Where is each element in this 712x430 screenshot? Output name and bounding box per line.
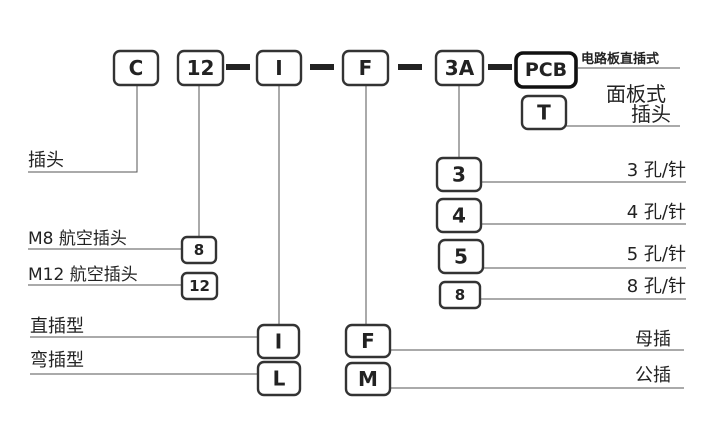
label-panel: 面板式 bbox=[606, 82, 666, 106]
connector-lines bbox=[28, 67, 686, 389]
code-m8: 8 bbox=[194, 241, 204, 259]
code-box-m12: 12 bbox=[180, 271, 219, 301]
code-box-pin3: 3 bbox=[435, 156, 483, 193]
code-m12: 12 bbox=[189, 277, 210, 295]
label-pin3: 3 孔/针 bbox=[627, 160, 686, 181]
separator-dashes bbox=[226, 64, 512, 70]
code-box-f-option: F bbox=[344, 323, 392, 359]
label-male: 公插 bbox=[635, 365, 671, 386]
code-box-3a: 3A bbox=[434, 49, 485, 87]
label-pin5: 5 孔/针 bbox=[627, 244, 686, 265]
code-i: I bbox=[275, 56, 282, 80]
code-pin3: 3 bbox=[452, 163, 466, 187]
code-box-12: 12 bbox=[176, 49, 225, 87]
dash-1 bbox=[226, 64, 250, 70]
code-l-option: L bbox=[273, 367, 286, 391]
code-box-f: F bbox=[341, 49, 390, 87]
code-f: F bbox=[359, 56, 373, 80]
code-box-i: I bbox=[255, 49, 303, 87]
label-m8: M8 航空插头 bbox=[28, 229, 127, 249]
label-panel-plug: 插头 bbox=[631, 102, 671, 126]
code-t: T bbox=[537, 101, 551, 125]
code-box-c: C bbox=[112, 49, 160, 87]
code-f-option: F bbox=[361, 329, 375, 353]
code-box-i-option: I bbox=[256, 323, 301, 360]
code-pcb: PCB bbox=[525, 59, 567, 81]
code-box-pin5: 5 bbox=[437, 238, 485, 275]
code-12: 12 bbox=[187, 56, 215, 80]
code-box-l-option: L bbox=[256, 360, 302, 397]
dash-4 bbox=[488, 64, 512, 70]
label-bent: 弯插型 bbox=[30, 350, 84, 371]
code-i-option: I bbox=[275, 330, 282, 354]
label-pin8: 8 孔/针 bbox=[627, 276, 686, 297]
label-female: 母插 bbox=[635, 329, 671, 350]
code-pin8: 8 bbox=[455, 286, 465, 304]
label-pcb: 电路板直插式 bbox=[581, 51, 659, 67]
code-3a: 3A bbox=[445, 56, 475, 80]
dash-2 bbox=[310, 64, 334, 70]
code-box-pin8: 8 bbox=[438, 280, 482, 310]
line-c bbox=[28, 86, 138, 173]
code-m-option: M bbox=[358, 367, 378, 391]
label-pin4: 4 孔/针 bbox=[627, 202, 686, 223]
dash-3 bbox=[398, 64, 422, 70]
code-box-m8: 8 bbox=[180, 235, 218, 265]
code-box-pcb: PCB bbox=[514, 51, 578, 89]
code-pin4: 4 bbox=[452, 204, 466, 228]
code-box-m-option: M bbox=[344, 361, 392, 397]
code-c: C bbox=[129, 56, 144, 80]
code-box-pin4: 4 bbox=[435, 197, 483, 234]
code-pin5: 5 bbox=[454, 245, 468, 269]
label-straight: 直插型 bbox=[30, 316, 84, 337]
label-plug: 插头 bbox=[28, 150, 64, 171]
label-m12: M12 航空插头 bbox=[28, 265, 138, 285]
code-box-t: T bbox=[520, 94, 568, 131]
